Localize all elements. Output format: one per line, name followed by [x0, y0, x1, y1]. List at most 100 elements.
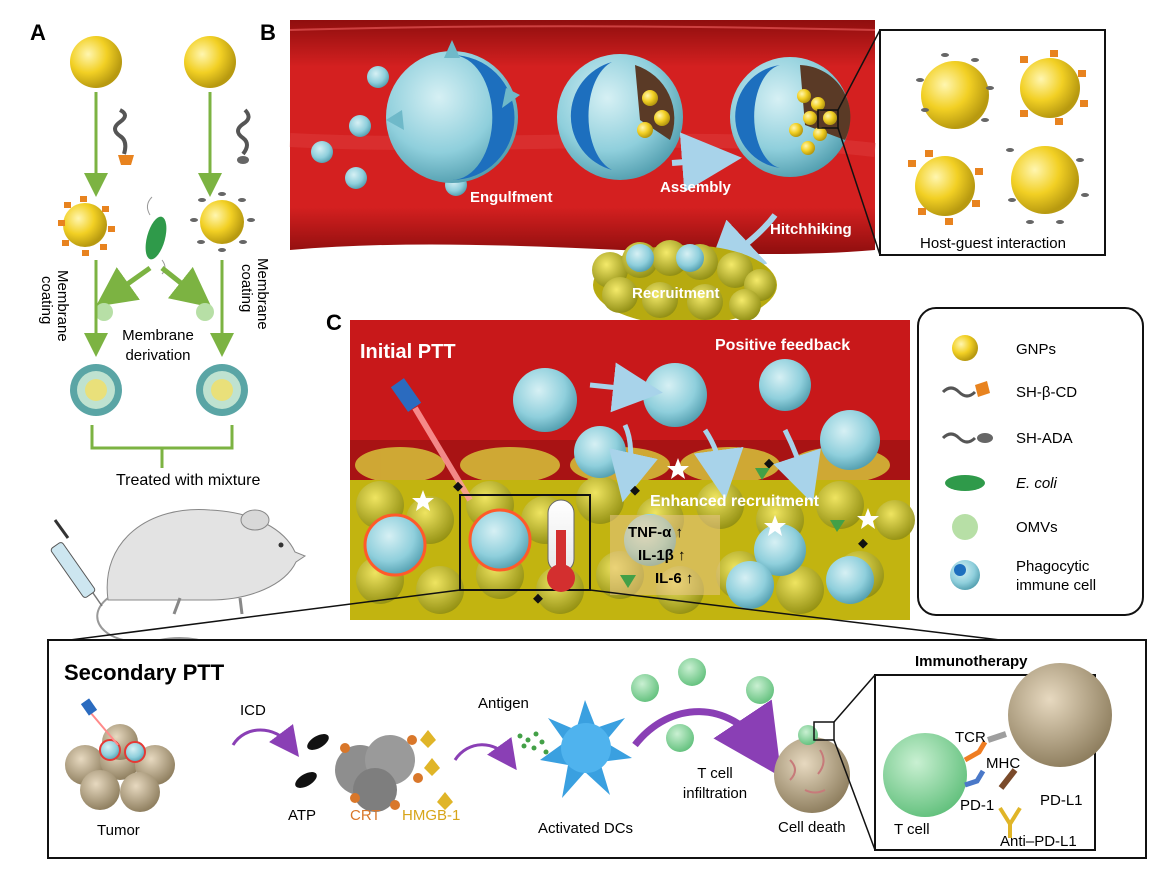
legend-omv-label: OMVs [1016, 519, 1058, 536]
recruitment-cluster-icon [592, 240, 777, 325]
pdl1-icon [998, 768, 1018, 790]
arrow-c1 [589, 362, 663, 413]
panel-a: A [30, 20, 307, 666]
legend-omv-icon [952, 514, 978, 540]
phagocyte-assembly-icon [557, 54, 683, 180]
secondary-ptt: Secondary PTT Tumor ICD [47, 639, 1147, 859]
tumor-icon [65, 698, 175, 812]
membrane-derivation-line1: Membrane [122, 327, 194, 344]
thermometer-icon [547, 499, 575, 592]
crt-label: CRT [350, 807, 381, 824]
tcr-label: TCR [955, 729, 986, 746]
t-cell-infiltration-line1: T cell [697, 765, 733, 782]
legend-immune-cell-label1: Phagocytic [1016, 558, 1090, 575]
small-cells-left [311, 66, 467, 196]
arrow-assembly [671, 132, 742, 193]
arrow-c4 [773, 428, 821, 504]
legend-box [917, 307, 1144, 616]
legend-gnp-icon [952, 335, 978, 361]
atp-icon [295, 734, 329, 788]
engulfment-label: Engulfment [470, 189, 553, 206]
gnp-cd-particle-icon [58, 196, 115, 256]
panel-c: C Initial PTT Positive feedback [326, 307, 1144, 620]
dead-cell-icon [774, 721, 850, 813]
gnp-left-icon [70, 36, 122, 88]
gnp-ada-particle-icon [190, 192, 255, 252]
t-cells-icon [631, 658, 774, 752]
legend-gnp-label: GNPs [1016, 341, 1056, 358]
enhanced-recruitment-label: Enhanced recruitment [650, 493, 820, 510]
phagocyte-hitchhiking-icon [730, 57, 851, 177]
legend-sh-beta-cd-label: SH-β-CD [1016, 384, 1077, 401]
dying-cell-icon [335, 735, 423, 812]
cytokine-il1b: IL-1β ↑ [638, 547, 686, 564]
arrow-c3 [693, 428, 744, 500]
sh-beta-cd-left-icon [113, 108, 128, 155]
dendritic-cell-icon [540, 700, 632, 798]
arrow-infiltration [632, 699, 782, 778]
activated-dcs-label: Activated DCs [538, 820, 633, 837]
mhc-label: MHC [986, 755, 1020, 772]
host-guest-particles [908, 50, 1089, 225]
hmgb1-label: HMGB-1 [402, 807, 460, 824]
antigen-dots-icon [517, 731, 549, 755]
coated-particle-left-icon [70, 364, 122, 416]
tumor-cell-inset-icon [1008, 663, 1112, 767]
pdl1-label: PD-L1 [1040, 792, 1083, 809]
beta-cd-cup-icon [118, 155, 134, 165]
panel-b: B [260, 20, 1106, 325]
gnp-right-icon [184, 36, 236, 88]
zoom-box [817, 109, 839, 129]
hitchhiking-label: Hitchhiking [770, 221, 852, 238]
phagocyte-engulfment-icon [386, 40, 520, 183]
membrane-coating-right-line2: coating [238, 264, 255, 312]
initial-ptt-label: Initial PTT [360, 341, 456, 363]
t-cell-infiltration-line2: infiltration [683, 785, 747, 802]
host-guest-label: Host-guest interaction [920, 235, 1066, 252]
arrow-c2 [609, 423, 658, 503]
syringe-icon [50, 519, 103, 607]
treated-label: Treated with mixture [116, 472, 260, 489]
e-coli-icon [145, 196, 167, 275]
positive-feedback-label: Positive feedback [715, 337, 850, 354]
recruitment-label: Recruitment [632, 285, 720, 302]
membrane-derivation-line2: derivation [125, 347, 190, 364]
tumor-label: Tumor [97, 822, 140, 839]
hmgb1-icon [420, 730, 453, 810]
bracket-icon [90, 425, 234, 450]
arrow-derive-left [95, 265, 152, 307]
legend-sh-ada-label: SH-ADA [1016, 430, 1073, 447]
assembly-label: Assembly [660, 179, 732, 196]
triangles [620, 468, 845, 588]
t-cell-inset-icon [883, 733, 967, 817]
legend-e-coli-label: E. coli [1016, 475, 1058, 492]
omv-right-icon [196, 303, 214, 321]
cell-death-label: Cell death [778, 819, 846, 836]
mouse-icon [96, 509, 307, 666]
t-cell-label: T cell [894, 821, 930, 838]
arrow-icd [231, 723, 300, 757]
pd1-icon [964, 769, 986, 788]
omv-left-icon [95, 303, 113, 321]
legend-e-coli-icon [945, 475, 985, 491]
membrane-coating-left-line2: coating [38, 276, 55, 324]
secondary-title: Secondary PTT [64, 660, 225, 685]
ada-icon [237, 156, 249, 164]
icd-label: ICD [240, 702, 266, 719]
atp-diamonds [453, 458, 868, 604]
legend-sh-ada-icon [941, 432, 977, 444]
legend-sh-beta-cd-icon [941, 386, 977, 398]
panel-b-label: B [260, 20, 276, 45]
cytokine-tnf: TNF-α ↑ [628, 524, 683, 541]
arrow-derive-right [160, 266, 212, 308]
sh-ada-left-icon [236, 108, 251, 156]
anti-pdl1-label: Anti–PD-L1 [1000, 833, 1077, 850]
mhc-icon [987, 731, 1007, 743]
arrow-antigen [453, 737, 517, 771]
atp-label: ATP [288, 807, 316, 824]
tcr-icon [963, 740, 988, 763]
legend-immune-cell-label2: immune cell [1016, 577, 1096, 594]
legend-immune-cell-icon [950, 560, 980, 590]
immunotherapy-label: Immunotherapy [915, 653, 1028, 670]
